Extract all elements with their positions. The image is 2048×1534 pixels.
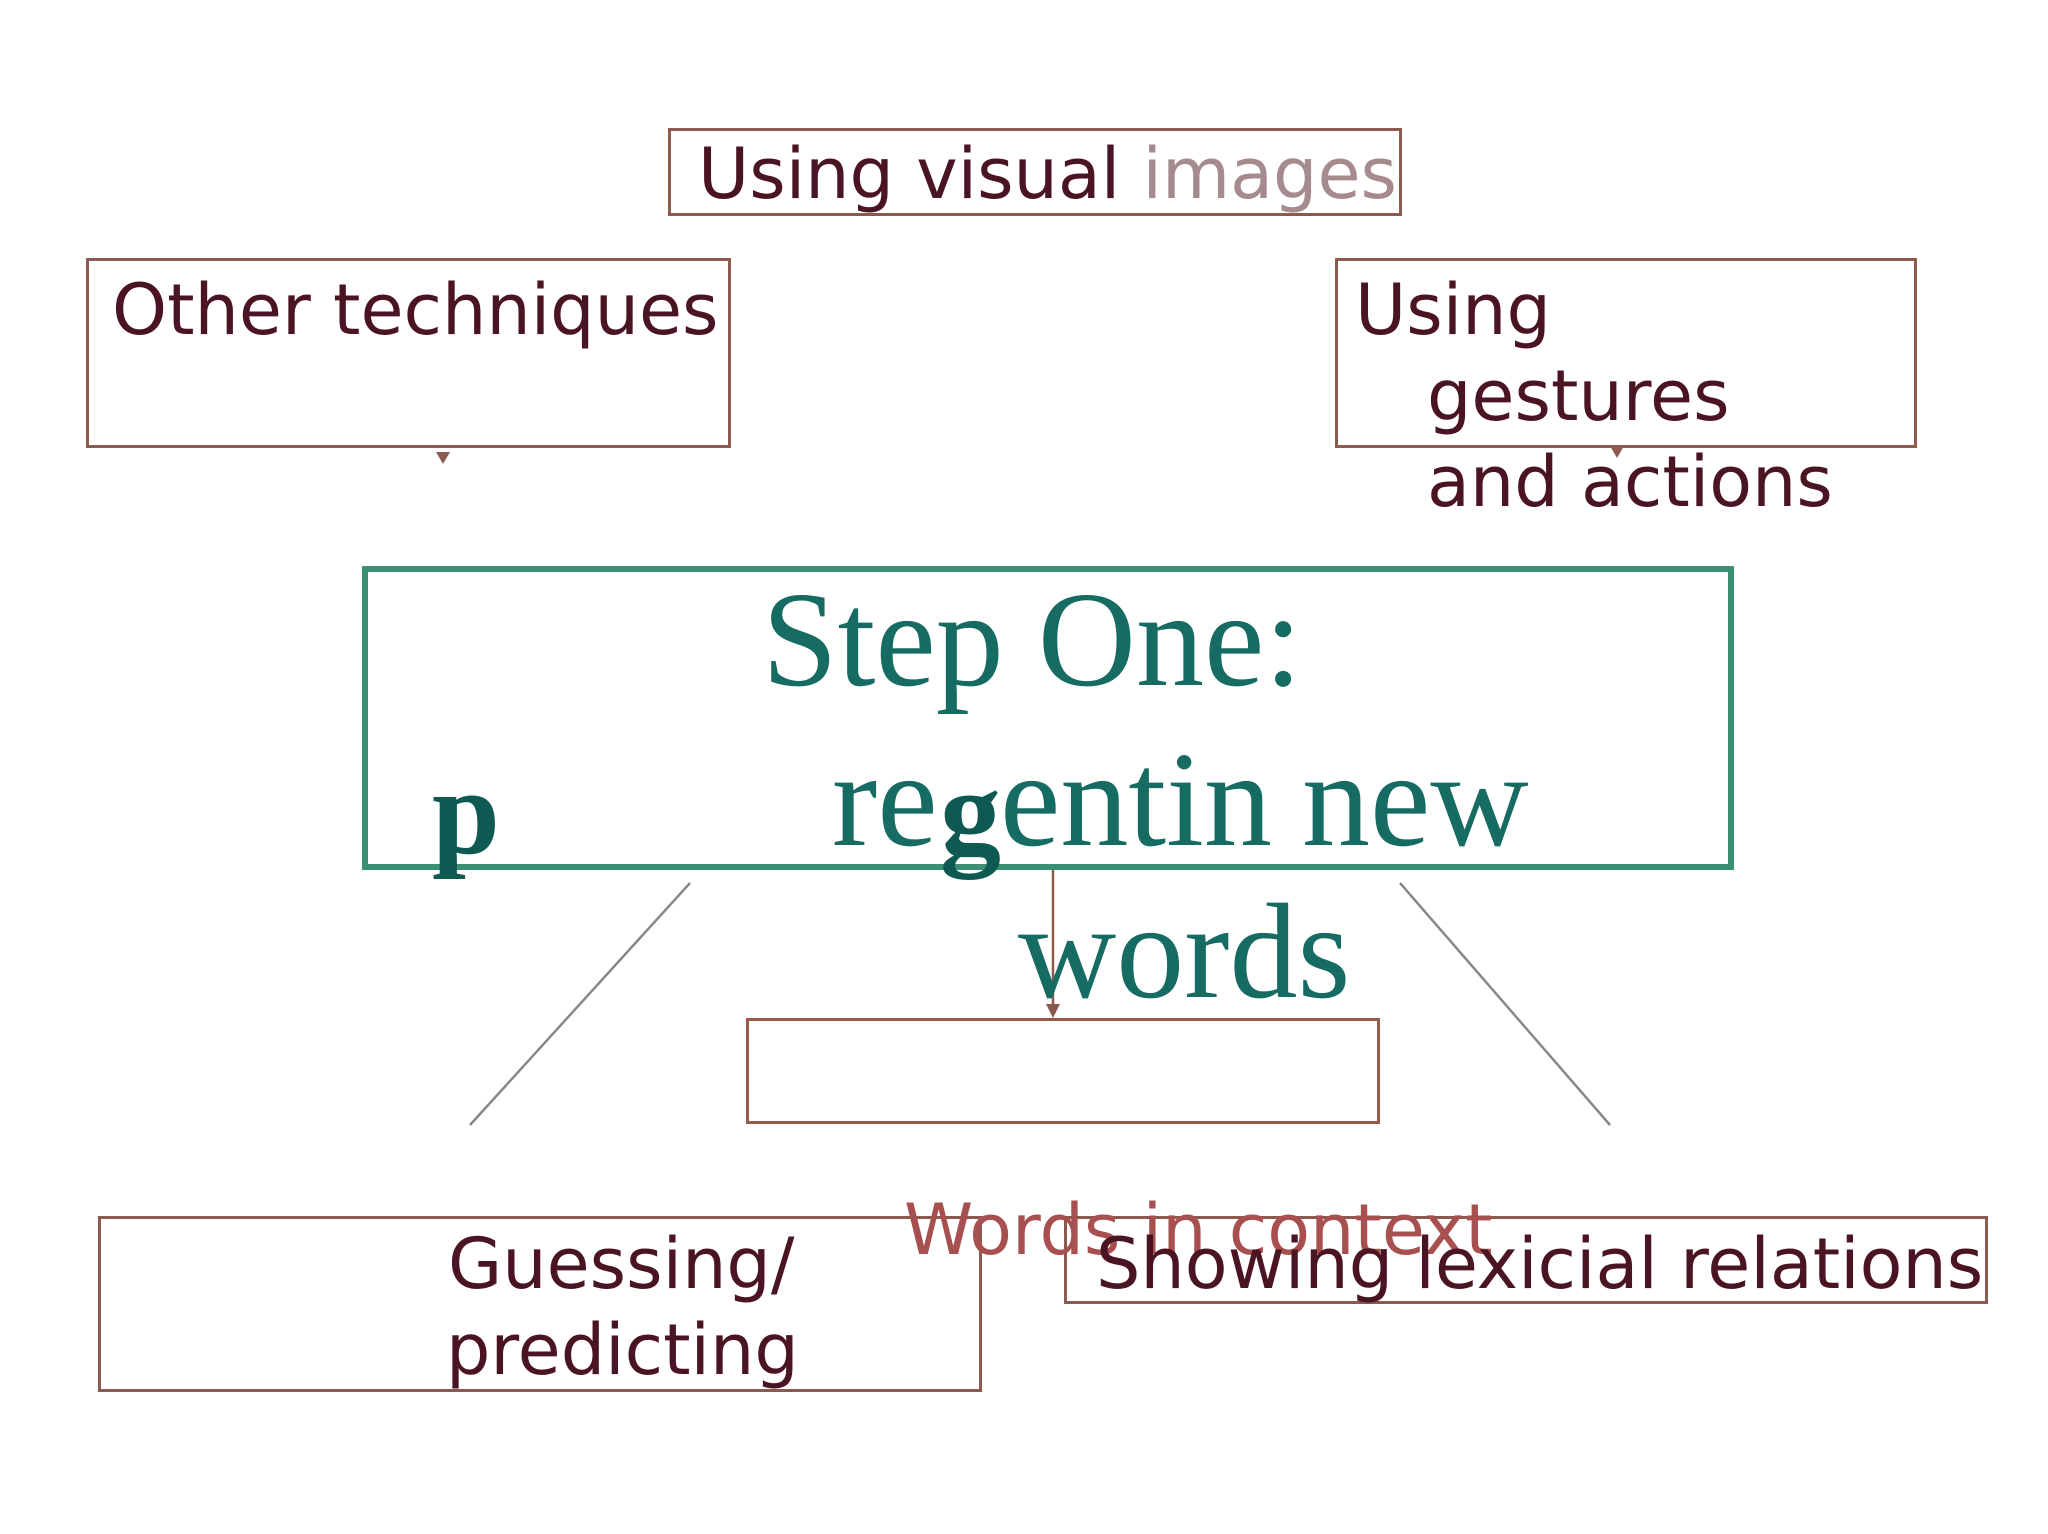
using-gestures-box (1335, 258, 1917, 448)
center-fragment-g: g (940, 745, 1001, 880)
using-visual-label-part: Using visual (698, 133, 1143, 215)
connector-line-bottom-left (469, 882, 691, 1126)
predicting-label: predicting (446, 1309, 799, 1391)
center-words-label: words (1018, 877, 1351, 1027)
guessing-label: Guessing/ (448, 1223, 795, 1305)
connector-line-bottom-right (1399, 882, 1611, 1126)
using-visual-images-label: Using visual images (698, 132, 1397, 216)
using-visual-images-box (668, 128, 1402, 216)
using-label: Using (1355, 269, 1551, 351)
step-one-box (362, 566, 1734, 870)
images-label-part: images (1142, 133, 1398, 215)
center-fragment-new: new (1302, 725, 1529, 875)
lexical-relations-label: Showing lexicial relations (1096, 1223, 1984, 1305)
center-fragment-re: re (832, 725, 938, 875)
arrowhead-center-down (1046, 1004, 1060, 1018)
center-fragment-entin: entin (1000, 725, 1272, 875)
center-fragment-p: p (432, 745, 500, 880)
other-techniques-box (86, 258, 731, 448)
arrowhead-right-box (1610, 446, 1624, 458)
words-in-context-label: Words in context (904, 1189, 1493, 1271)
lexical-relations-box (1064, 1216, 1988, 1304)
gestures-label: gestures (1427, 355, 1730, 437)
arrowhead-left-box (436, 452, 450, 464)
and-actions-label: and actions (1427, 441, 1833, 523)
other-techniques-label: Other techniques (112, 269, 719, 351)
step-one-title: Step One: (762, 565, 1303, 715)
words-in-context-box (746, 1018, 1380, 1124)
guessing-predicting-box (98, 1216, 982, 1392)
